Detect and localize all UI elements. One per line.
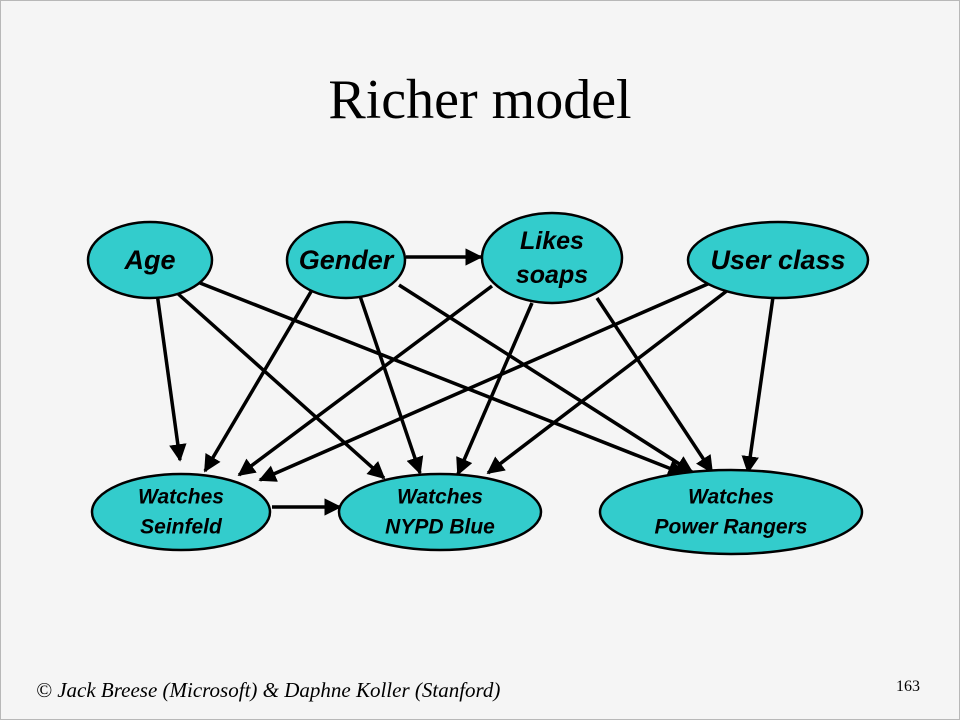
edge-user-class-to-watches-nypd-blue	[486, 288, 730, 475]
node-label: Watches	[688, 486, 774, 509]
edge-age-to-watches-nypd-blue	[174, 290, 386, 480]
node-label: User class	[710, 245, 845, 275]
edge-age-to-watches-seinfeld	[155, 292, 187, 462]
node-label: NYPD Blue	[385, 516, 495, 539]
node-age: Age	[86, 220, 214, 300]
edge-likes-soaps-to-watches-seinfeld	[237, 284, 494, 477]
page-number: 163	[896, 678, 920, 695]
node-gender: Gender	[285, 220, 407, 300]
edge-likes-soaps-to-watches-nypd-blue	[456, 302, 534, 476]
node-ellipse	[90, 472, 272, 552]
node-ellipse	[337, 472, 543, 552]
node-user-class: User class	[686, 220, 870, 300]
slide-title: Richer model	[328, 69, 632, 131]
node-ellipse	[86, 220, 214, 300]
node-label: Power Rangers	[655, 516, 808, 539]
edge-user-class-to-watches-power-rangers	[741, 296, 775, 474]
edges-layer	[155, 248, 775, 516]
node-label: Watches	[397, 486, 483, 509]
node-label: Gender	[299, 245, 395, 275]
node-ellipse	[598, 468, 864, 556]
node-ellipse	[686, 220, 870, 300]
edge-gender-to-watches-nypd-blue	[358, 295, 424, 475]
node-label: Watches	[138, 486, 224, 509]
edge-likes-soaps-to-watches-power-rangers	[595, 297, 714, 474]
node-likes-soaps: Likes soaps	[480, 211, 624, 305]
node-ellipse	[285, 220, 407, 300]
edge-age-to-watches-power-rangers	[199, 281, 686, 477]
edge-user-class-to-watches-seinfeld	[258, 281, 711, 482]
node-label: Age	[123, 245, 175, 275]
node-ellipse	[480, 211, 624, 305]
node-label: soaps	[516, 261, 588, 289]
edge-gender-to-watches-power-rangers	[398, 283, 694, 474]
edge-gender-to-watches-seinfeld	[203, 289, 314, 473]
node-label: Likes	[520, 227, 584, 255]
copyright-footer: © Jack Breese (Microsoft) & Daphne Kolle…	[36, 678, 501, 702]
nodes-layer: Age Gender Likes soaps User classWatchesSein…	[86, 211, 870, 556]
node-label: Seinfeld	[140, 516, 223, 539]
